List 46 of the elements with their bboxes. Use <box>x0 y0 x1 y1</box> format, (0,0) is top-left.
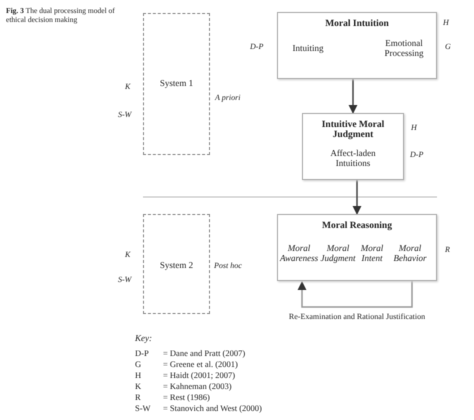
arrow <box>352 180 362 215</box>
key-reference: = Haidt (2001; 2007) <box>163 370 236 380</box>
citation-label: D-P <box>250 42 264 51</box>
node-text: Moral Awareness <box>280 243 318 263</box>
system-box <box>143 214 210 314</box>
process-box <box>277 12 437 79</box>
node-text: Moral Judgment <box>320 243 356 263</box>
key-reference: = Dane and Pratt (2007) <box>163 348 246 358</box>
citation-label: S-W <box>118 275 132 284</box>
arrow <box>298 281 413 308</box>
node-title: Intuitive Moral Judgment <box>320 120 386 140</box>
key-reference: = Kahneman (2003) <box>163 381 232 391</box>
key-abbreviation: D-P <box>135 348 149 358</box>
node-text: Affect-laden Intuitions <box>329 148 377 168</box>
citation-label: H <box>411 123 417 132</box>
citation-label: Post hoc <box>214 261 242 270</box>
node-text: System 1 <box>158 78 194 88</box>
key-reference: = Greene et al. (2001) <box>163 359 238 369</box>
citation-label: D-P <box>410 150 424 159</box>
arrow <box>348 79 358 114</box>
key-reference: = Stanovich and West (2000) <box>163 403 262 413</box>
citation-label: G <box>445 42 451 51</box>
citation-label: R <box>445 245 450 254</box>
key-abbreviation: K <box>135 381 142 391</box>
key-reference: = Rest (1986) <box>163 392 210 402</box>
node-title: Moral Reasoning <box>321 221 393 231</box>
key-abbreviation: H <box>135 370 142 380</box>
key-abbreviation: G <box>135 359 142 369</box>
citation-label: H <box>443 18 449 27</box>
citation-label: S-W <box>118 110 132 119</box>
node-text: System 2 <box>158 260 194 270</box>
citation-label: K <box>125 82 130 91</box>
node-text: Moral Behavior <box>392 243 428 263</box>
key-abbreviation: S-W <box>135 403 151 413</box>
process-box <box>277 214 437 281</box>
process-box <box>302 113 404 180</box>
system-box <box>143 13 210 155</box>
key-heading: Key: <box>135 333 152 343</box>
node-title: Moral Intuition <box>324 19 390 29</box>
node-text: Moral Intent <box>360 243 384 263</box>
citation-label: A priori <box>215 93 240 102</box>
key-abbreviation: R <box>135 392 141 402</box>
edge-label: Re-Examination and Rational Justification <box>288 312 426 321</box>
node-text: Intuiting <box>292 43 324 53</box>
citation-label: K <box>125 250 130 259</box>
node-text: Emotional Processing <box>384 38 424 58</box>
